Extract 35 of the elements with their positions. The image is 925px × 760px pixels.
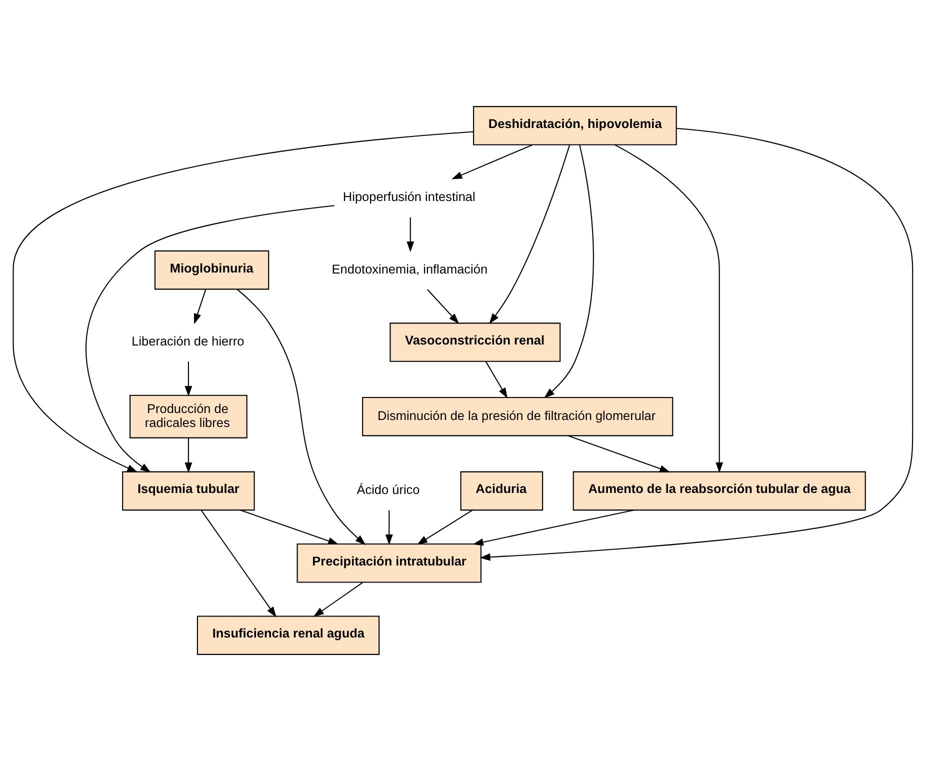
arrow — [488, 144, 570, 324]
arrow — [614, 144, 723, 472]
arrow — [236, 288, 366, 545]
arrow — [384, 510, 392, 545]
node-box: Insuficiencia renal aguda — [196, 615, 380, 654]
arrow — [544, 144, 594, 398]
node-box: Precipitación intratubular — [296, 543, 481, 582]
arrow — [416, 509, 472, 544]
arrow — [12, 130, 473, 472]
arrow — [200, 510, 276, 617]
node-box: Aciduria — [460, 470, 543, 510]
node-text: Liberación de hierro — [131, 333, 244, 348]
node-text: Ácido úrico — [356, 482, 420, 497]
arrow — [451, 144, 532, 179]
node-text: Endotoxinemia, inflamación — [331, 260, 488, 276]
arrow — [312, 582, 362, 616]
arrow — [406, 216, 414, 252]
arrow — [426, 288, 459, 324]
node-box: Mioglobinuria — [154, 250, 269, 290]
arrow — [568, 434, 670, 472]
arrow — [85, 204, 334, 472]
arrow — [184, 361, 192, 396]
node-box: Disminución de la presión de filtración glomerular — [362, 396, 673, 436]
node-box: Isquemia tubular — [122, 470, 254, 510]
arrow — [184, 438, 192, 473]
arrow — [472, 509, 634, 546]
node-text: Hipoperfusión intestinal — [342, 188, 475, 204]
node-box: Producción de radicales libres — [129, 394, 247, 438]
arrow — [193, 288, 206, 324]
node-box: Aumento de la reabsorción tubular de agua — [572, 470, 866, 510]
arrow — [484, 360, 508, 398]
node-box: Deshidratación, hipovolemia — [472, 106, 676, 145]
arrow — [479, 127, 913, 560]
node-box: Vasoconstricción renal — [389, 322, 560, 362]
arrow — [240, 509, 338, 544]
